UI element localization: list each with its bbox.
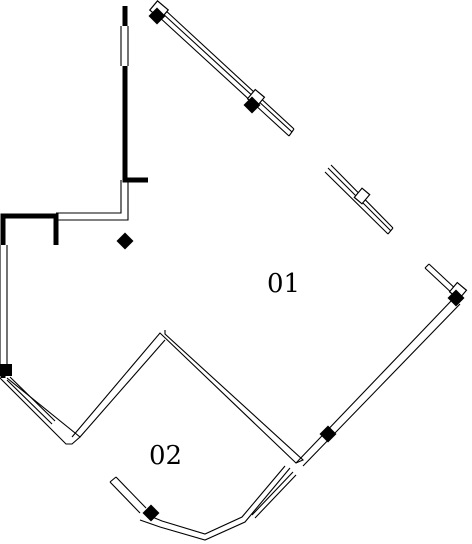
window-bottom-right [251, 471, 297, 519]
wall-left-top-double [120, 26, 129, 66]
wall-bottom-left-arm [109, 476, 147, 514]
column-left-edge [0, 364, 12, 376]
column-top-mid [243, 96, 261, 114]
window-top-diagonal [157, 8, 295, 137]
wall-left-upper-corner [0, 213, 59, 245]
window-right-upper-cap [353, 187, 371, 205]
solid-walls [0, 6, 148, 378]
wall-room02-ridge-inner [79, 339, 166, 438]
column-right-mid [319, 425, 337, 443]
wall-right-diagonal [295, 299, 461, 467]
thin-walls [0, 26, 461, 541]
column-bottom-left [142, 504, 160, 522]
wall-room02-ridge [71, 330, 305, 464]
window-lower-left [6, 376, 56, 425]
room-label-02: 02 [149, 441, 182, 471]
wall-left-vertical [122, 66, 148, 183]
room-label-01: 01 [267, 269, 300, 299]
wall-far-left [0, 245, 8, 364]
wall-step-down [56, 180, 129, 221]
column-room01-corner [116, 232, 134, 250]
wall-bottom-bay [139, 465, 291, 541]
wall-lower-left-diagonal [0, 377, 81, 445]
column-right-corner [447, 289, 465, 307]
